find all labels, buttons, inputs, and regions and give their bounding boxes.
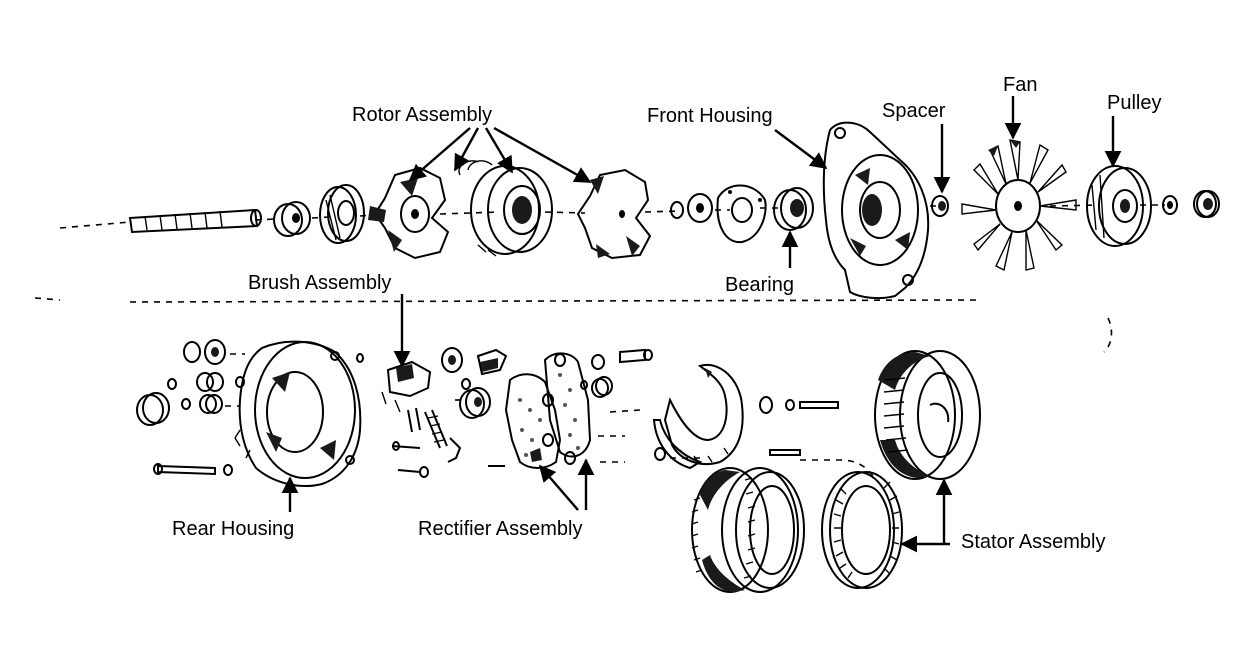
row-separator (34, 297, 1113, 353)
rotor-field-coil (458, 160, 553, 257)
rotor-collar (273, 201, 311, 237)
label-bearing: Bearing (725, 274, 794, 296)
stator-fasteners (759, 396, 839, 456)
stator-exploded (691, 459, 876, 593)
label-spacer: Spacer (882, 100, 946, 122)
rotor-claw-pole-rear (368, 166, 450, 260)
rectifier-parts (441, 347, 508, 467)
rear-hardware (136, 339, 245, 476)
brush-assembly (356, 353, 462, 478)
pulley-nut (1162, 190, 1220, 218)
spacer (931, 195, 949, 217)
stator-ring-standalone (874, 350, 981, 480)
front-bearing-nut (670, 193, 713, 223)
label-rotor-assembly: Rotor Assembly (352, 104, 492, 126)
rotor-claw-pole-front (576, 168, 652, 260)
rectifier-plate (504, 352, 592, 469)
front-housing (822, 121, 930, 300)
label-rectifier-assembly: Rectifier Assembly (418, 518, 583, 540)
label-fan: Fan (1003, 74, 1037, 96)
rear-housing (234, 340, 362, 488)
label-front-housing: Front Housing (647, 105, 773, 127)
label-pulley: Pulley (1107, 92, 1161, 114)
label-stator-assembly: Stator Assembly (961, 531, 1106, 553)
slip-ring (319, 184, 365, 244)
stator-lamination-ring (821, 471, 903, 589)
rotor-shaft (128, 208, 262, 234)
leader-lines (281, 96, 1122, 553)
rectifier-fasteners (580, 348, 700, 463)
label-rear-housing: Rear Housing (172, 518, 294, 540)
pulley (1086, 165, 1152, 247)
diode-heat-sink (652, 363, 744, 470)
fan (961, 139, 1077, 272)
label-brush-assembly: Brush Assembly (248, 272, 391, 294)
bearing-retainer-plate (716, 184, 767, 244)
front-bearing (773, 187, 814, 231)
